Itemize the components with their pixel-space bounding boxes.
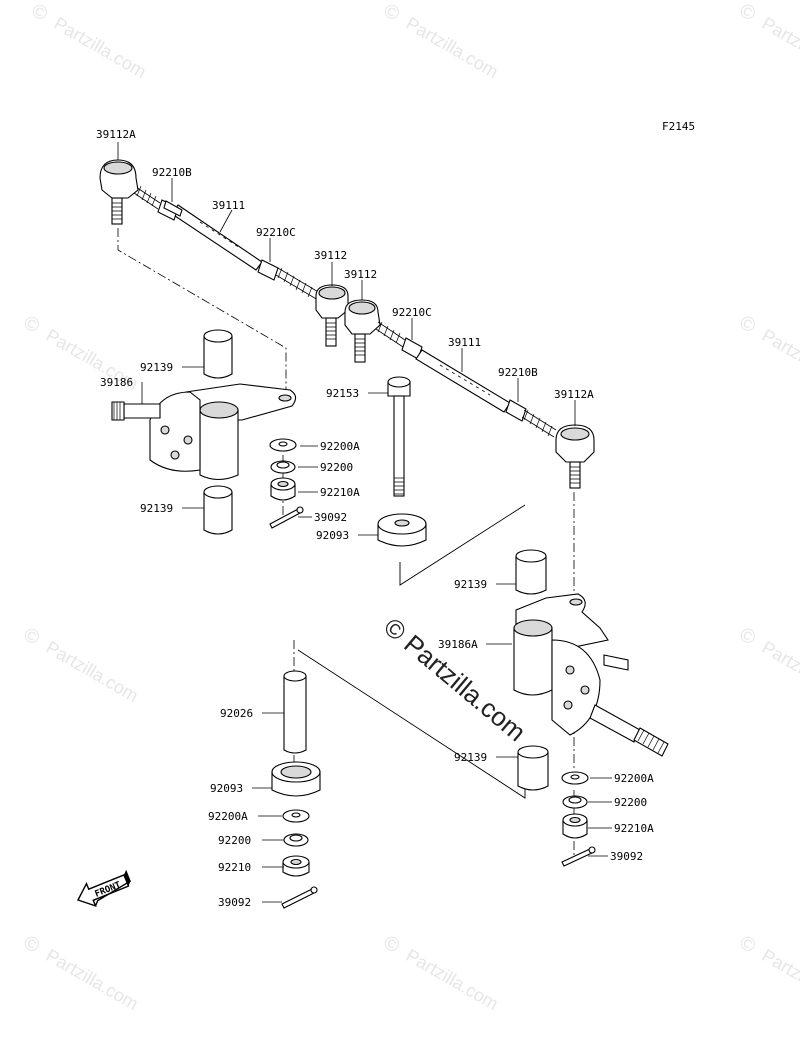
figure-code: F2145	[662, 120, 695, 133]
label-bushing-right-bottom: 92139	[454, 751, 487, 764]
label-tie-rod-end-left-inner: 39112	[314, 249, 347, 262]
tie-rod-end-right-inner	[344, 299, 381, 363]
label-bushing-right-top: 92139	[454, 578, 487, 591]
label-locknut-left-inner: 92210C	[256, 226, 296, 239]
label-nut-a-left: 92210A	[320, 486, 360, 499]
label-locknut-left-outer: 92210B	[152, 166, 192, 179]
svg-text:©: ©	[20, 311, 44, 338]
watermark-center: © Partzilla.com	[378, 612, 531, 748]
label-cotter-pin-left: 39092	[314, 511, 347, 524]
svg-text:©: ©	[736, 0, 760, 26]
watermark-top-right: © Partzilla.com	[736, 0, 800, 82]
svg-text:Partzilla.com: Partzilla.com	[403, 13, 502, 82]
svg-text:©: ©	[380, 931, 404, 958]
washer-left	[270, 460, 296, 474]
watermark-lower-right: © Partzilla.com	[736, 623, 800, 706]
watermark-top-center: © Partzilla.com	[380, 0, 502, 82]
cotter-pin-left	[269, 506, 304, 529]
watermark-lower-left: © Partzilla.com	[20, 623, 142, 706]
bushing-left-bottom	[203, 485, 233, 535]
label-washer-bottom: 92200	[218, 834, 251, 847]
watermark-bottom-center: © Partzilla.com	[380, 931, 502, 1014]
label-locknut-right-inner: 92210C	[392, 306, 432, 319]
label-spacer-top: 92093	[316, 529, 349, 542]
spacer-bottom	[271, 761, 321, 797]
tie-rod-left	[130, 182, 321, 301]
label-tie-rod-end-right-inner: 39112	[344, 268, 377, 281]
svg-text:Partzilla.com: Partzilla.com	[759, 13, 800, 82]
svg-text:©: ©	[736, 931, 760, 958]
label-washer-a-left: 92200A	[320, 440, 360, 453]
svg-text:Partzilla.com: Partzilla.com	[43, 945, 142, 1014]
watermark-mid-right: © Partzilla.com	[736, 311, 800, 394]
label-tie-rod-end-right: 39112A	[554, 388, 594, 401]
tie-rod-end-left-outer	[99, 159, 139, 225]
svg-text:Partzilla.com: Partzilla.com	[759, 325, 800, 394]
washer-right	[562, 795, 588, 809]
washer-a-left	[269, 438, 297, 452]
svg-text:©: ©	[380, 0, 404, 26]
watermark-bottom-left: © Partzilla.com	[20, 931, 142, 1014]
bushing-right-top	[515, 549, 547, 595]
label-nut-bottom: 92210	[218, 861, 251, 874]
label-nut-a-right: 92210A	[614, 822, 654, 835]
washer-a-bottom	[282, 809, 310, 823]
label-washer-right: 92200	[614, 796, 647, 809]
svg-text:©: ©	[20, 931, 44, 958]
label-cotter-pin-right: 39092	[610, 850, 643, 863]
svg-text:©: ©	[28, 0, 52, 26]
bolt	[387, 376, 411, 497]
front-arrow: FRONT	[77, 869, 132, 908]
watermark-bottom-right: © Partzilla.com	[736, 931, 800, 1014]
watermark-grid: © Partzilla.com © Partzilla.com © Partzi…	[20, 0, 800, 1014]
label-washer-a-bottom: 92200A	[208, 810, 248, 823]
svg-text:©: ©	[736, 311, 760, 338]
tie-rod-right	[375, 321, 557, 438]
label-bolt: 92153	[326, 387, 359, 400]
nut-a-right	[562, 813, 588, 839]
watermark-top-left: © Partzilla.com	[28, 0, 150, 82]
label-spacer-bottom: 92093	[210, 782, 243, 795]
knuckle-right	[513, 593, 669, 757]
washer-bottom	[283, 833, 309, 847]
svg-text:Partzilla.com: Partzilla.com	[759, 945, 800, 1014]
svg-text:Partzilla.com: Partzilla.com	[759, 637, 800, 706]
label-tie-rod-right: 39111	[448, 336, 481, 349]
label-collar: 92026	[220, 707, 253, 720]
nut-a-left	[270, 477, 296, 501]
washer-a-right	[561, 771, 589, 785]
cotter-pin-right	[561, 846, 596, 867]
label-locknut-right-outer: 92210B	[498, 366, 538, 379]
tie-rod-end-left-inner	[315, 284, 349, 347]
label-tie-rod-end-left: 39112A	[96, 128, 136, 141]
part-labels: 39112A 92210B 39111 92210C 39112 39112 9…	[96, 128, 654, 909]
nut-bottom	[282, 855, 310, 877]
svg-text:Partzilla.com: Partzilla.com	[403, 945, 502, 1014]
tie-rod-end-right-outer	[555, 424, 595, 489]
label-bushing-left-top: 92139	[140, 361, 173, 374]
label-bushing-left-bottom: 92139	[140, 502, 173, 515]
svg-text:©: ©	[736, 623, 760, 650]
label-knuckle-right: 39186A	[438, 638, 478, 651]
label-washer-left: 92200	[320, 461, 353, 474]
label-knuckle-left: 39186	[100, 376, 133, 389]
knuckle-left	[111, 383, 297, 481]
label-cotter-pin-bottom: 39092	[218, 896, 251, 909]
bushing-left-top	[203, 329, 233, 379]
collar	[283, 670, 307, 754]
svg-text:Partzilla.com: Partzilla.com	[51, 13, 150, 82]
label-washer-a-right: 92200A	[614, 772, 654, 785]
spacer-top	[377, 513, 427, 547]
svg-text:©: ©	[20, 623, 44, 650]
leader-lines	[117, 142, 612, 903]
cotter-pin-bottom	[281, 886, 318, 909]
svg-text:Partzilla.com: Partzilla.com	[43, 637, 142, 706]
label-tie-rod-left: 39111	[212, 199, 245, 212]
bushing-right-bottom	[517, 745, 549, 791]
